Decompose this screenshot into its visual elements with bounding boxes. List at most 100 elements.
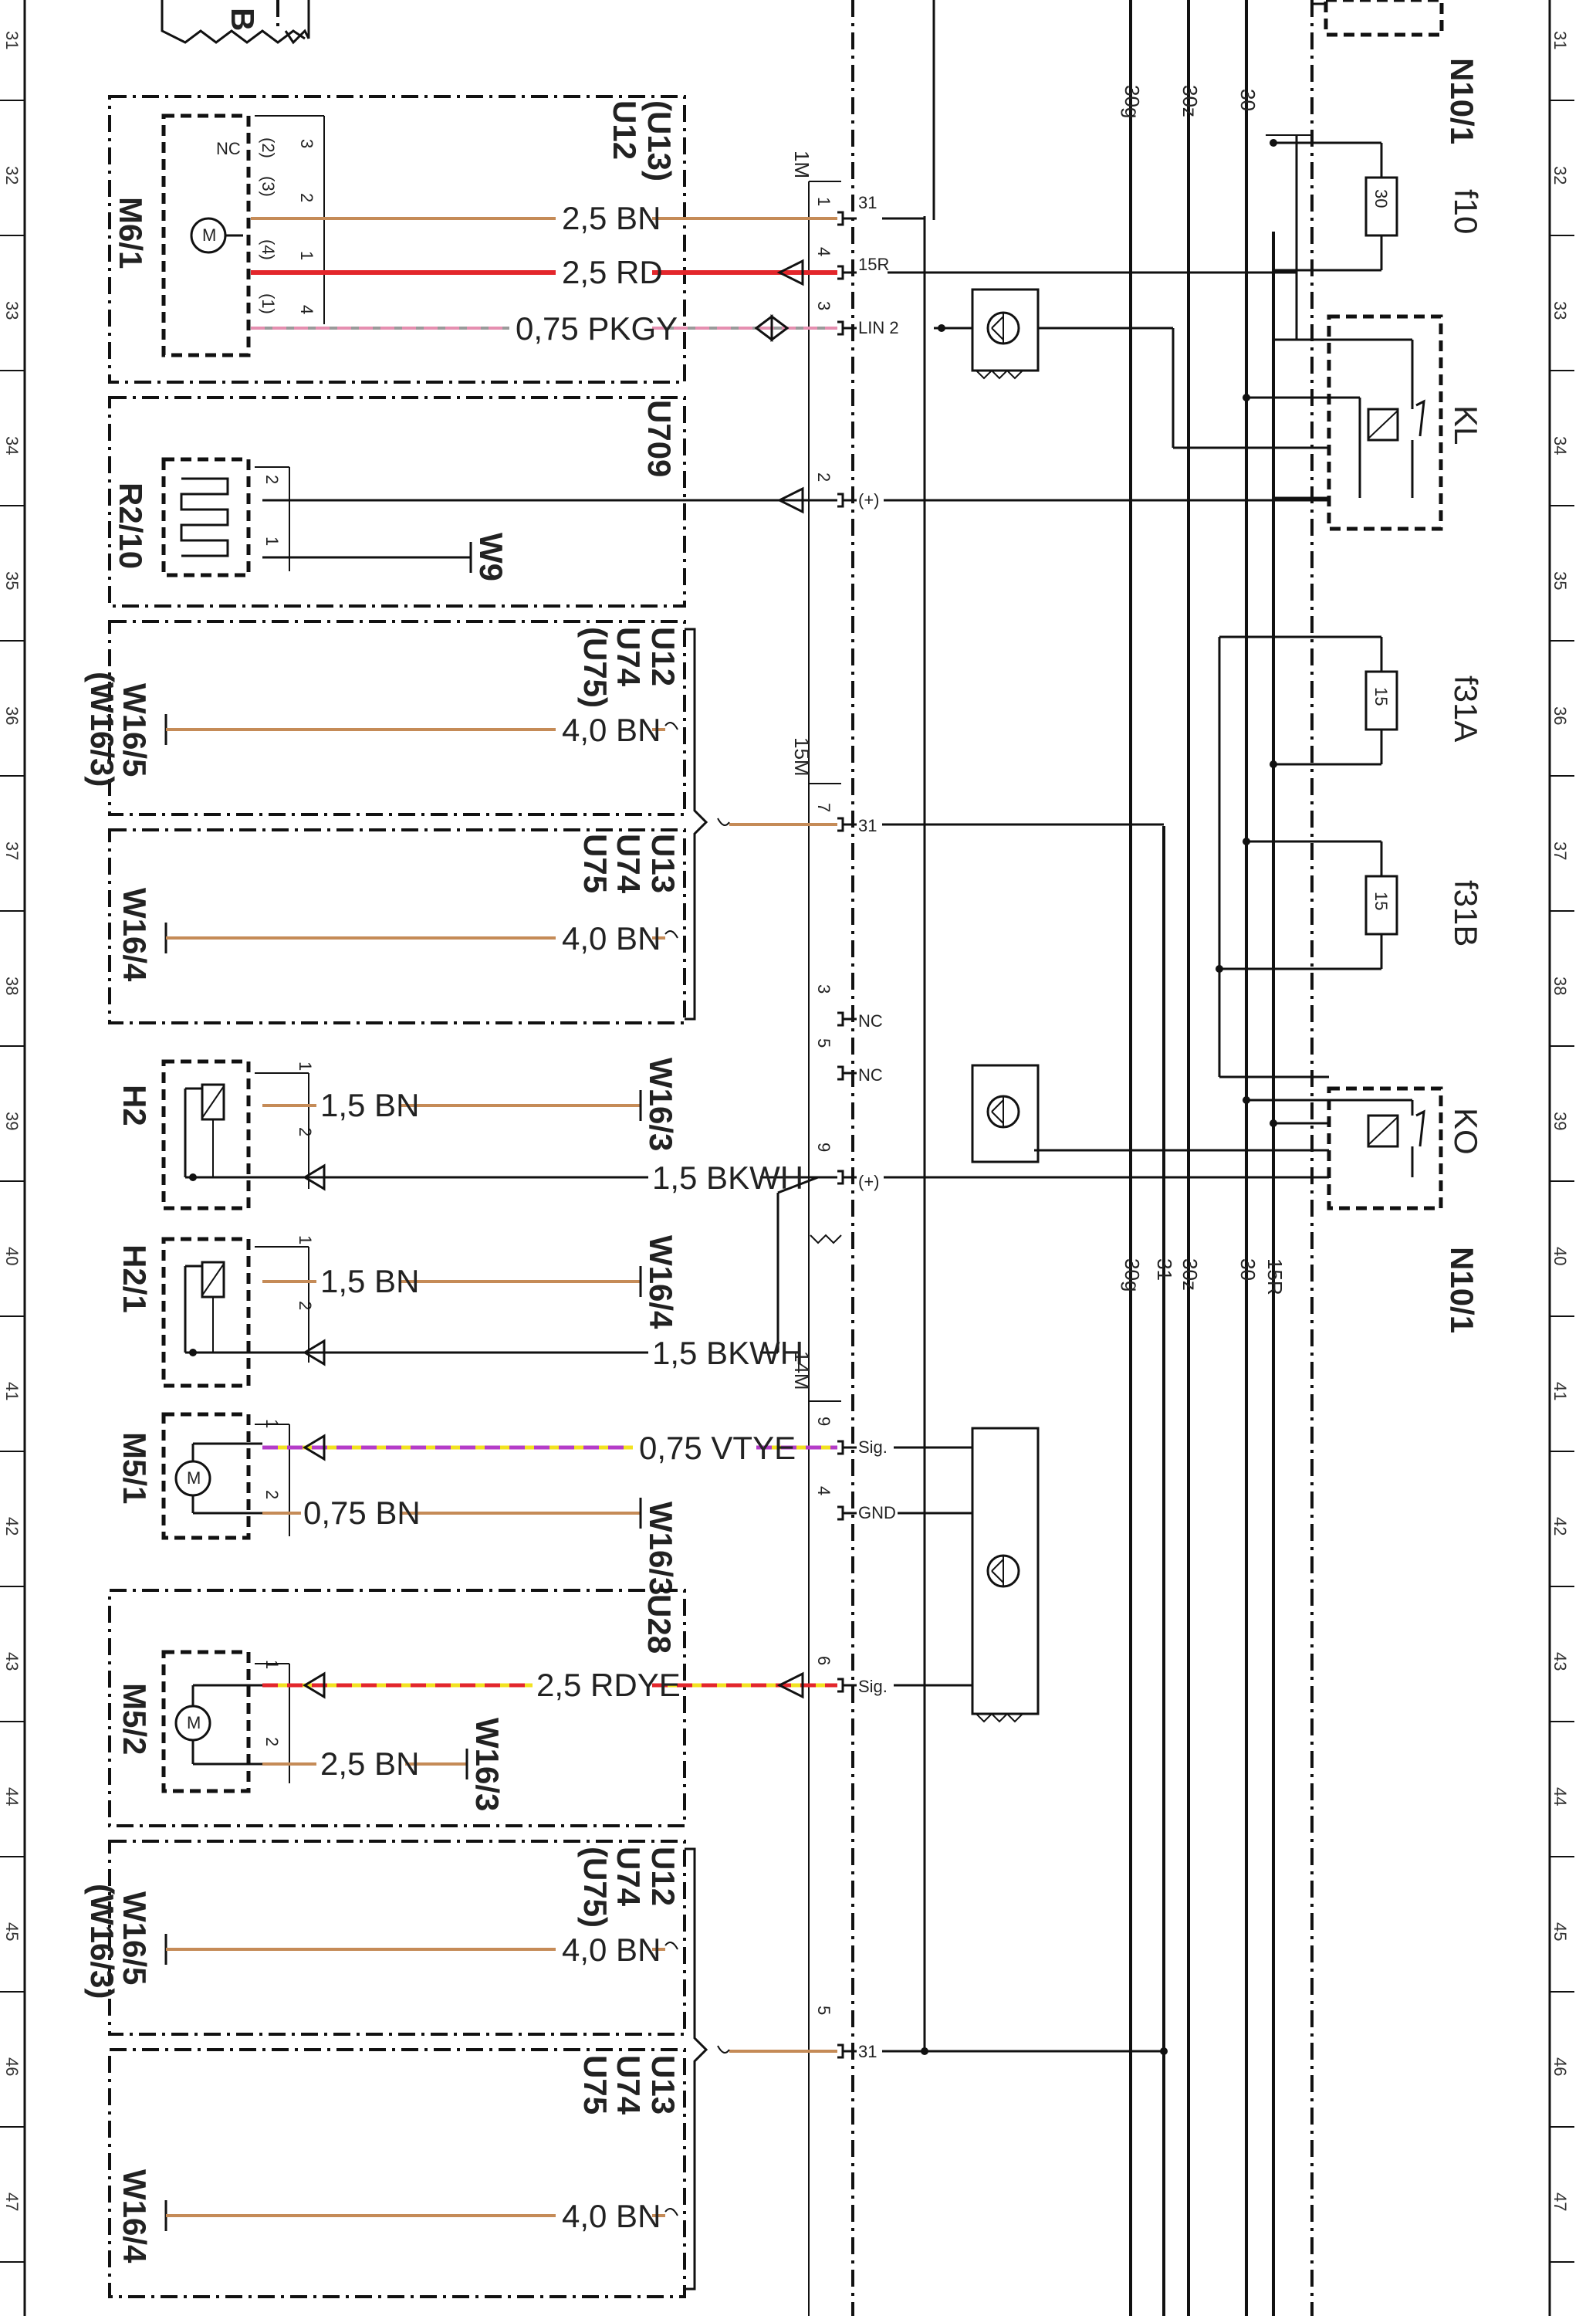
n10-1-label-top: N10/1 xyxy=(1444,58,1480,144)
control-symbol-lin xyxy=(934,288,1175,448)
pin-bracket xyxy=(837,1505,844,1521)
connector-14m: 14M 9 Sig. 4 GND 6 Sig. 5 31 xyxy=(790,1351,1168,2061)
ruler-mark-41: 41 xyxy=(2,1382,22,1400)
ruler-mark-35: 35 xyxy=(1550,571,1570,590)
u709-ground: W9 xyxy=(473,533,509,581)
bus-label-bottom-3: 30 xyxy=(1236,1258,1260,1281)
m6-1-pin-0: 3 xyxy=(297,139,316,148)
ruler-mark-46: 46 xyxy=(2,2057,22,2076)
m5-2-pin-0: 1 xyxy=(262,1660,282,1669)
ruler-mark-47: 47 xyxy=(1550,2192,1570,2211)
ruler-mark-31: 31 xyxy=(2,31,22,49)
wire-label-w12: 2,5 RDYE xyxy=(536,1667,681,1703)
fuse-f31b-name: f31B xyxy=(1448,880,1484,946)
c1m-pin-3-num: 2 xyxy=(814,472,834,482)
c1m-pin-1-num: 4 xyxy=(814,247,834,256)
relay-ko: KO xyxy=(1034,1075,1484,1210)
module-u709: U709 R2/10 2 1 W9 xyxy=(108,396,837,608)
m5-1-pin-1: 2 xyxy=(262,1490,282,1499)
control-symbol-ko xyxy=(971,1064,1040,1163)
u709-component-name: R2/10 xyxy=(113,482,149,569)
c15m-pin-3-sig: (+) xyxy=(858,1172,880,1191)
w16-4a-name: W16/4 xyxy=(117,888,153,982)
ruler-mark-43: 43 xyxy=(2,1652,22,1671)
c15m-pin-0-num: 7 xyxy=(814,803,834,812)
wire-label-w14: 4,0 BN xyxy=(562,1932,661,1968)
pin-bracket xyxy=(837,320,844,336)
bus-label-top-0: 30g xyxy=(1121,85,1144,118)
ruler-mark-41: 41 xyxy=(1550,1382,1570,1400)
n10-1-box: N10/1 N10/1 30 f10 xyxy=(1034,0,1484,1333)
ruler-mark-45: 45 xyxy=(1550,1922,1570,1941)
w16-5a-name-alt: (W16/3) xyxy=(84,672,120,787)
ruler-mark-43: 43 xyxy=(1550,1652,1570,1671)
wire-label-w5: 4,0 BN xyxy=(562,920,661,957)
ruler-mark-33: 33 xyxy=(1550,301,1570,320)
m5-2-name: M5/2 xyxy=(117,1683,153,1755)
fuse-f31a-rating: 15 xyxy=(1371,687,1391,706)
pin-bracket xyxy=(837,2043,844,2059)
w16-4b-module-1: U74 xyxy=(610,2055,647,2115)
w16-5a-module-1: U74 xyxy=(610,627,647,687)
h2-1-ground: W16/4 xyxy=(643,1235,679,1329)
connector-pin-ticks xyxy=(837,211,857,2059)
w16-4b-module-0: U13 xyxy=(645,2055,681,2115)
ruler-mark-38: 38 xyxy=(1550,977,1570,995)
c15m-pin-2-sig: NC xyxy=(858,1065,883,1085)
module-m5-2: U28 M M5/2 1 2 2,5 RDYE 2,5 BN W16/3 xyxy=(108,1589,837,1827)
h2-1-name: H2/1 xyxy=(117,1244,153,1313)
n10-1-label-bottom: N10/1 xyxy=(1444,1247,1480,1333)
ruler-mark-31: 31 xyxy=(1550,31,1570,49)
m5-2-pin-1: 2 xyxy=(262,1737,282,1746)
c15m-pin-1-sig: NC xyxy=(858,1011,883,1031)
ground-block-w16-5-a: W16/5 (W16/3) U12 U74 (U75) 4,0 BN xyxy=(84,620,686,816)
w16-4b-name: W16/4 xyxy=(117,2169,153,2264)
connector-1m: 1M 1 31 4 15R 3 LIN 2 2 (+) xyxy=(790,135,1329,510)
fuse-f31a: 15 f31A xyxy=(1218,635,1484,1077)
fuse-f10-name: f10 xyxy=(1448,189,1484,234)
top-fragment: B xyxy=(161,0,310,45)
w16-4b-module-2: U75 xyxy=(577,2055,614,2115)
wire-label-w10: 0,75 VTYE xyxy=(639,1430,796,1466)
c14m-pin-1-num: 4 xyxy=(814,1486,834,1495)
relay-kl: KL xyxy=(1173,314,1484,531)
c14m-pin-3-num: 5 xyxy=(814,2006,834,2015)
fuse-f10: 30 f10 xyxy=(1266,134,1484,272)
ruler-mark-36: 36 xyxy=(1550,706,1570,725)
ruler-mark-39: 39 xyxy=(1550,1112,1570,1130)
connector-14m-name: 14M xyxy=(790,1351,813,1390)
w16-5b-name: W16/5 xyxy=(117,1891,153,1985)
bus-label-bottom-2: 30z xyxy=(1178,1258,1202,1291)
pin-bracket xyxy=(837,1678,844,1693)
c1m-pin-0-sig: 31 xyxy=(858,193,877,212)
wire-label-w9: 1,5 BKWH xyxy=(652,1335,803,1371)
wire-label-w11: 0,75 BN xyxy=(303,1495,421,1531)
ruler-mark-37: 37 xyxy=(1550,841,1570,860)
ruler-mark-32: 32 xyxy=(2,166,22,185)
bus-label-top-2: 30 xyxy=(1236,89,1260,111)
w16-4a-module-2: U75 xyxy=(577,834,614,893)
module-m6-1: U12 (U13) M M6/1 NC 3 2 1 4 (2) (3) (4) … xyxy=(108,95,686,384)
u709-module-label: U709 xyxy=(641,400,678,477)
ruler-mark-36: 36 xyxy=(2,706,22,725)
ruler-mark-40: 40 xyxy=(2,1247,22,1265)
w16-5a-name: W16/5 xyxy=(117,683,153,777)
relay-ko-name: KO xyxy=(1448,1108,1484,1155)
pin-bracket xyxy=(837,1170,844,1185)
c15m-pin-0-sig: 31 xyxy=(858,816,877,835)
m6-1-module-alt-label: (U13) xyxy=(641,100,678,181)
m6-1-pin-1: 2 xyxy=(297,193,316,202)
c14m-pin-2-sig: Sig. xyxy=(858,1677,888,1696)
wire-label-w2: 2,5 RD xyxy=(562,254,663,290)
ground-block-w16-4-a: W16/4 U13 U74 U75 4,0 BN xyxy=(108,828,686,1024)
power-bus: 30g 30z 30 30g 31 30z 30 15R xyxy=(1121,0,1314,2316)
connector-1m-name: 1M xyxy=(790,151,813,178)
m5-1-ground: W16/3 xyxy=(643,1502,679,1595)
connector-15m: 15M 7 31 3 NC 5 NC 9 (+) xyxy=(790,737,1329,1191)
m6-1-pin-alt-1: (3) xyxy=(259,176,278,197)
connector-15m-name: 15M xyxy=(790,737,813,777)
control-symbol-fan xyxy=(971,1427,1040,1723)
